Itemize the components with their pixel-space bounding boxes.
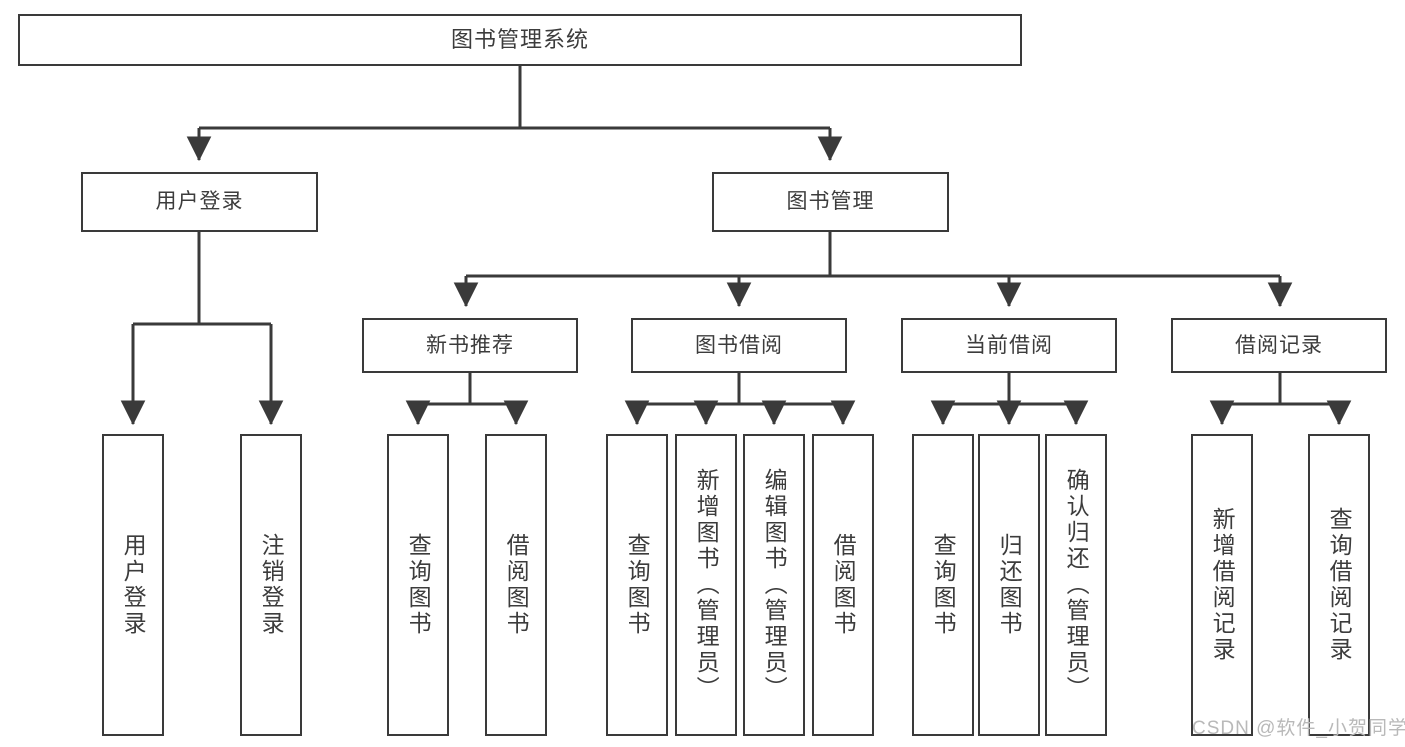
node-label: 新增借阅记录 [1209,507,1236,663]
node-label: 借阅图书 [830,533,857,637]
node-label: 查询图书 [405,533,432,637]
node-label: 注销登录 [258,533,285,637]
node-book-borrow[interactable]: 图书借阅 [631,318,847,373]
node-label: 新增图书（管理员） [693,468,720,702]
leaf-edit-book[interactable]: 编辑图书（管理员） [743,434,805,736]
node-label: 查询图书 [930,533,957,637]
node-label: 当前借阅 [965,333,1053,357]
leaf-borrow-book-2[interactable]: 借阅图书 [812,434,874,736]
node-new-book-recommend[interactable]: 新书推荐 [362,318,578,373]
leaf-confirm-return[interactable]: 确认归还（管理员） [1045,434,1107,736]
leaf-query-book-2[interactable]: 查询图书 [606,434,668,736]
node-label: 查询图书 [624,533,651,637]
node-label: 图书管理 [786,190,875,214]
node-root-system[interactable]: 图书管理系统 [18,14,1022,66]
leaf-logout[interactable]: 注销登录 [240,434,302,736]
node-label: 新书推荐 [426,333,514,357]
node-borrow-record[interactable]: 借阅记录 [1171,318,1387,373]
node-label: 用户登录 [155,190,244,214]
leaf-add-borrow-record[interactable]: 新增借阅记录 [1191,434,1253,736]
leaf-add-book[interactable]: 新增图书（管理员） [675,434,737,736]
leaf-borrow-book-1[interactable]: 借阅图书 [485,434,547,736]
leaf-return-book[interactable]: 归还图书 [978,434,1040,736]
node-current-borrow[interactable]: 当前借阅 [901,318,1117,373]
node-book-manage[interactable]: 图书管理 [712,172,949,232]
csdn-watermark: CSDN @软件_小贺同学 [1192,718,1405,739]
leaf-query-book-3[interactable]: 查询图书 [912,434,974,736]
leaf-query-book-1[interactable]: 查询图书 [387,434,449,736]
node-label: 确认归还（管理员） [1063,468,1090,702]
leaf-query-borrow-record[interactable]: 查询借阅记录 [1308,434,1370,736]
node-label: 借阅图书 [503,533,530,637]
node-label: 图书借阅 [695,333,783,357]
node-label: 归还图书 [996,533,1023,637]
node-label: 查询借阅记录 [1326,507,1353,663]
node-label: 图书管理系统 [450,26,589,52]
node-user-login[interactable]: 用户登录 [81,172,318,232]
node-label: 借阅记录 [1235,333,1323,357]
node-label: 用户登录 [120,533,147,637]
node-label: 编辑图书（管理员） [761,468,788,702]
leaf-user-login[interactable]: 用户登录 [102,434,164,736]
